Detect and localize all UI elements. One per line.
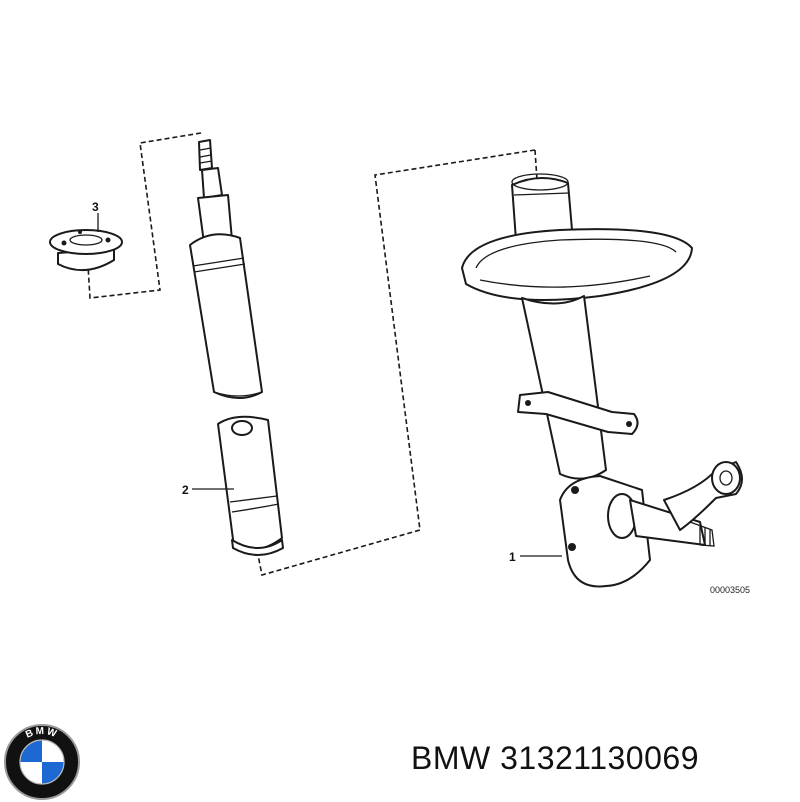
brand-name: BMW xyxy=(411,740,491,776)
callout-1: 1 xyxy=(509,550,516,564)
top-mount xyxy=(49,213,123,271)
assembly-guide-lines xyxy=(87,132,538,577)
shock-absorber xyxy=(189,139,263,399)
diagram-image-code: 00003505 xyxy=(710,585,750,595)
callout-2: 2 xyxy=(182,483,189,497)
bmw-logo: BMW xyxy=(4,724,80,800)
bmw-logo-quadrants xyxy=(19,739,65,785)
bmw-logo-letters: BMW xyxy=(24,726,60,741)
callout-3: 3 xyxy=(92,200,99,214)
part-caption: BMW 31321130069 xyxy=(411,740,699,777)
spring-strut xyxy=(461,173,743,588)
protective-tube xyxy=(192,415,284,556)
part-number: 31321130069 xyxy=(500,740,699,776)
